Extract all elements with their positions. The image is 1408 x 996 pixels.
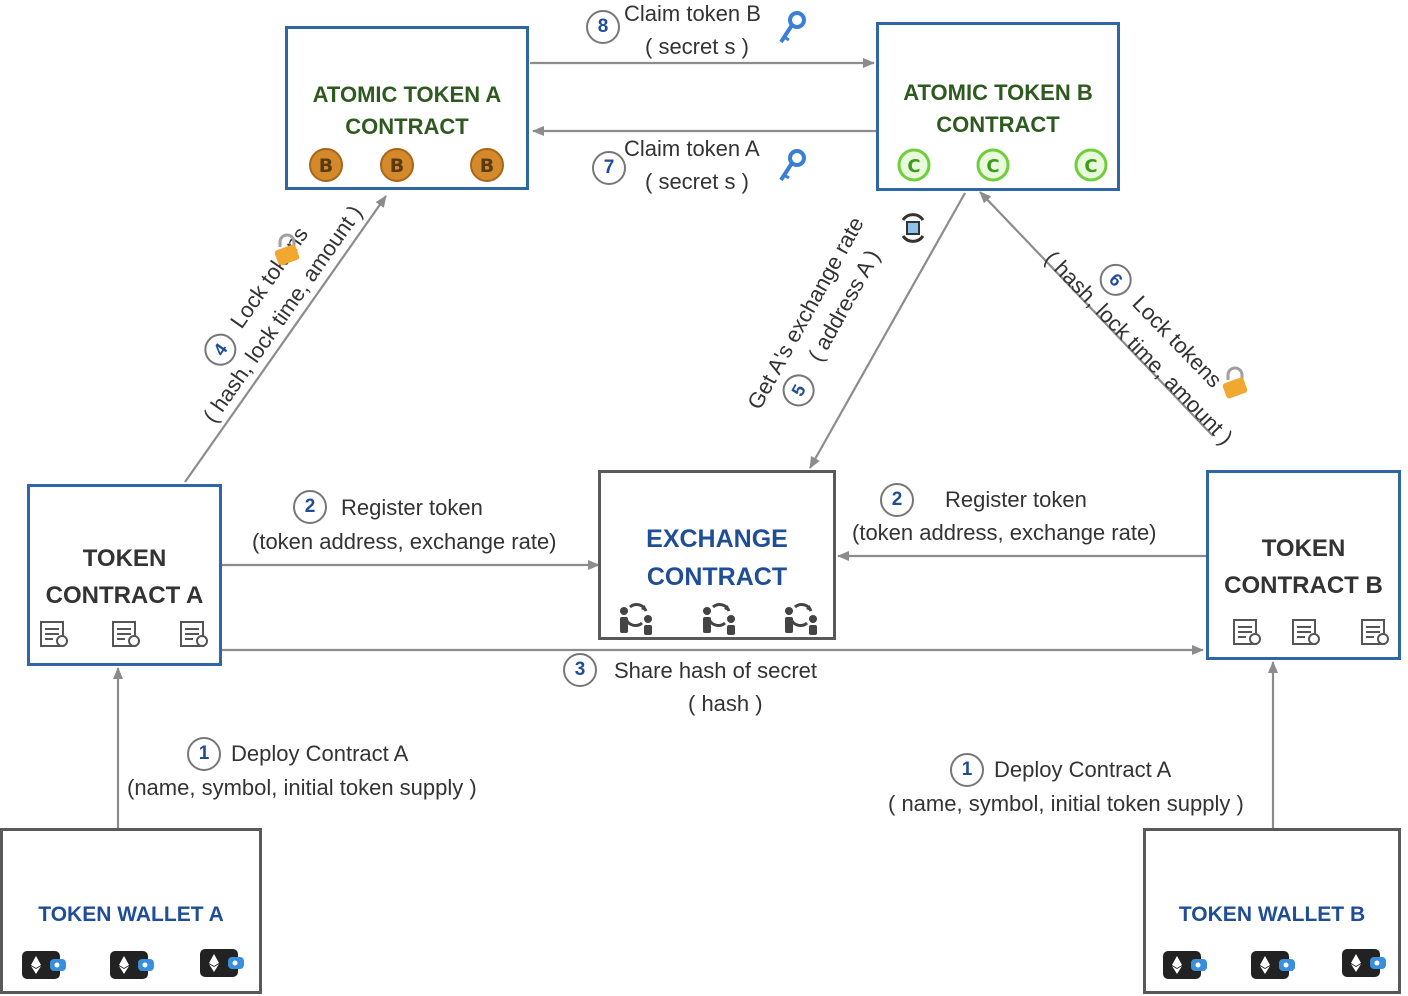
key-icon [779,11,806,44]
exchange-rate-icon [901,213,925,243]
wallet-icon [200,949,244,977]
atomic-b-title-line2: CONTRACT [936,112,1060,137]
atomic-a-title-line2: CONTRACT [345,114,469,139]
step-7-title: Claim token A [624,136,760,161]
coin-c-icon: C [1074,148,1108,182]
step-8-detail: ( secret s ) [645,34,749,59]
svg-text:B: B [319,155,333,177]
step-1-right-badge: 1 [950,753,984,787]
document-icon [1233,619,1261,645]
step-2-right-title: Register token [945,487,1087,512]
document-icon [1292,619,1320,645]
step-2-left-detail: (token address, exchange rate) [252,529,557,554]
exchange-contract: EXCHANGE CONTRACT [598,470,836,640]
atomic-token-a-contract: ATOMIC TOKEN A CONTRACT B B B [285,26,529,190]
lock-icon [1222,366,1248,399]
svg-text:B: B [390,155,404,177]
step-1-right-detail: ( name, symbol, initial token supply ) [888,791,1244,816]
step-1-left-title: Deploy Contract A [231,741,409,766]
atomic-b-title-line1: ATOMIC TOKEN B [903,80,1093,105]
coin-c-icon: C [897,148,931,182]
arrow-lock-tokens-a [184,195,387,483]
step-2-left-title: Register token [341,495,483,520]
step-1-left-detail: (name, symbol, initial token supply ) [127,775,477,800]
svg-text:C: C [1084,156,1097,177]
token-contract-b-line1: TOKEN [1261,535,1346,562]
step-3-badge: 3 [563,653,597,687]
exchange-people-icon [620,602,652,635]
token-contract-a-line1: TOKEN [82,545,167,572]
document-icon [180,621,208,647]
wallet-b-title: TOKEN WALLET B [1178,903,1366,926]
exchange-title-line1: EXCHANGE [646,525,788,553]
wallet-icon [110,951,154,979]
bitcoin-icon: B [309,148,343,182]
document-icon [40,621,68,647]
coin-c-icon: C [976,148,1010,182]
wallet-a-title: TOKEN WALLET A [38,903,224,926]
document-icon [1361,619,1389,645]
token-contract-b: TOKEN CONTRACT B [1206,470,1401,660]
exchange-people-icon [785,602,817,635]
bitcoin-icon: B [380,148,414,182]
key-icon [779,149,806,182]
step-7-badge: 7 [592,151,626,185]
step-8-badge: 8 [586,10,620,44]
step-7-detail: ( secret s ) [645,169,749,194]
arrow-get-exchange-rate [809,192,966,469]
exchange-title-line2: CONTRACT [646,563,788,591]
token-wallet-b: TOKEN WALLET B [1143,828,1401,994]
step-2-right-badge: 2 [880,483,914,517]
arrow-lock-tokens-b [979,191,1214,437]
token-wallet-a: TOKEN WALLET A [0,828,262,994]
wallet-icon [22,951,66,979]
step-2-right-detail: (token address, exchange rate) [852,520,1157,545]
token-contract-b-line2: CONTRACT B [1224,572,1383,599]
document-icon [112,621,140,647]
wallet-icon [1342,949,1386,977]
atomic-token-b-contract: ATOMIC TOKEN B CONTRACT C C C [876,22,1120,191]
svg-text:B: B [480,155,494,177]
lock-icon [274,233,300,266]
step-2-left-badge: 2 [293,490,327,524]
step-1-left-badge: 1 [187,737,221,771]
step-1-right-title: Deploy Contract A [994,757,1172,782]
atomic-a-title-line1: ATOMIC TOKEN A [312,82,502,107]
svg-text:C: C [907,156,920,177]
wallet-icon [1163,951,1207,979]
step-3-detail: ( hash ) [688,691,763,716]
step-3-title: Share hash of secret [614,658,818,683]
step-8-title: Claim token B [624,1,761,26]
svg-text:C: C [986,156,999,177]
bitcoin-icon: B [470,148,504,182]
token-contract-a-line2: CONTRACT A [45,582,204,609]
exchange-people-icon [703,602,735,635]
token-contract-a: TOKEN CONTRACT A [27,484,222,666]
wallet-icon [1251,951,1295,979]
